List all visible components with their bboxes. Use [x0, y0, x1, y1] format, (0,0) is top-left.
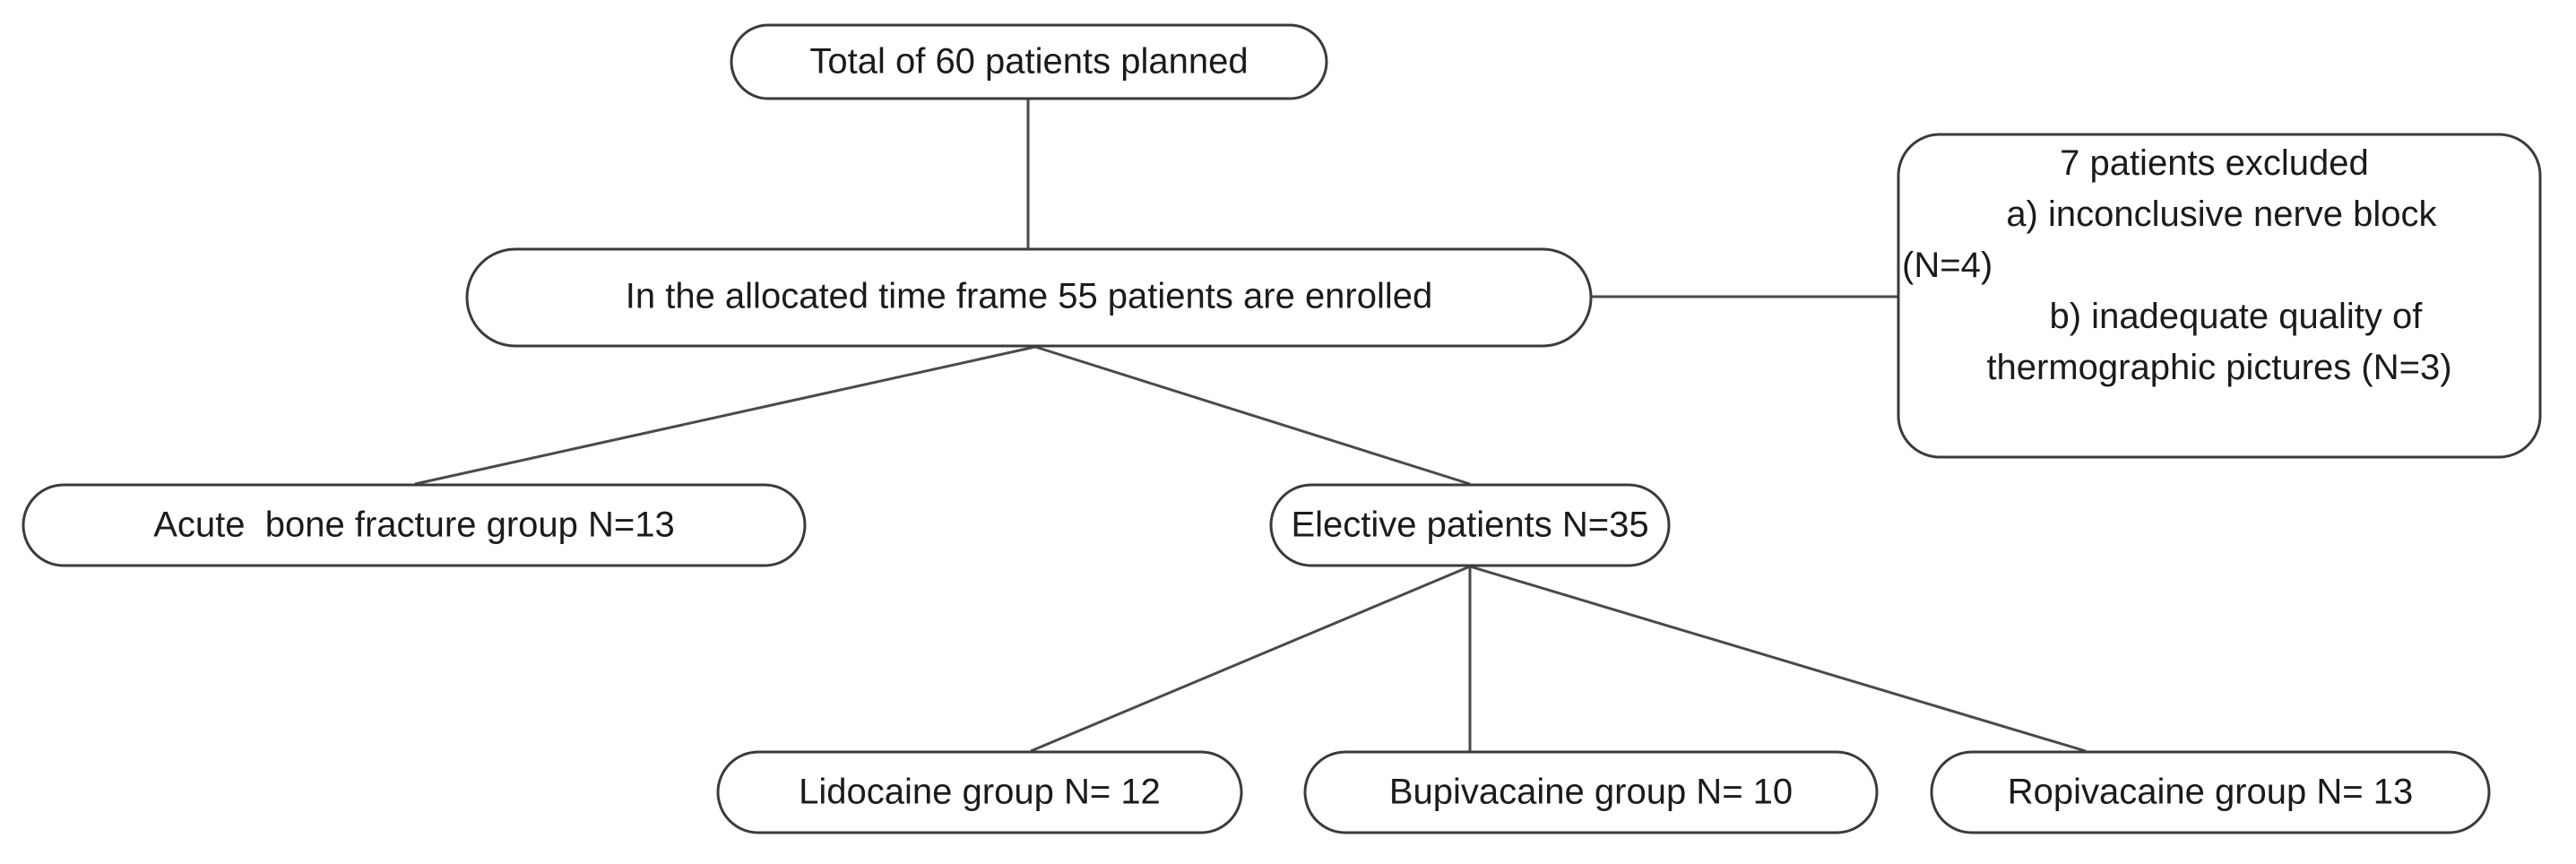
node-elective-group-box: [1269, 483, 1671, 567]
node-excluded-line-1: a) inconclusive nerve block: [2006, 194, 2437, 234]
connector-elective-to-ropivacaine: [1469, 565, 2087, 753]
node-excluded[interactable]: 7 patients excluded a) inconclusive nerv…: [1897, 133, 2542, 459]
connector-layer: [414, 99, 2087, 753]
node-total-planned-label: Total of 60 patients planned: [809, 42, 1248, 82]
node-lidocaine-group-label: Lidocaine group N= 12: [799, 773, 1161, 812]
node-excluded-label: 7 patients excluded a) inconclusive nerv…: [1902, 143, 2452, 387]
node-acute-group[interactable]: Acute bone fracture group N=13: [22, 483, 807, 567]
node-bupivacaine-group-label: Bupivacaine group N= 10: [1389, 773, 1793, 812]
node-bupivacaine-group[interactable]: Bupivacaine group N= 10: [1303, 750, 1879, 834]
node-lidocaine-group[interactable]: Lidocaine group N= 12: [716, 750, 1243, 834]
node-excluded-line-0: 7 patients excluded: [2060, 143, 2369, 183]
node-elective-group-label: Elective patients N=35: [1291, 505, 1648, 545]
node-enrolled-label: In the allocated time frame 55 patients …: [626, 277, 1433, 316]
connector-elective-to-lidocaine: [1030, 565, 1471, 753]
node-total-planned[interactable]: Total of 60 patients planned: [730, 23, 1328, 100]
connector-enrolled-to-acute: [414, 345, 1036, 486]
node-acute-group-label: Acute bone fracture group N=13: [153, 505, 674, 545]
node-lidocaine-group-box: [716, 750, 1243, 834]
node-ropivacaine-group[interactable]: Ropivacaine group N= 13: [1930, 750, 2491, 834]
node-ropivacaine-group-box: [1930, 750, 2491, 834]
node-enrolled-box: [465, 247, 1593, 348]
node-excluded-line-2: (N=4): [1902, 246, 1993, 285]
connector-enrolled-to-elective: [1034, 345, 1471, 486]
node-total-planned-box: [730, 23, 1328, 100]
node-excluded-line-3: b) inadequate quality of: [2050, 297, 2424, 336]
node-excluded-line-4: thermographic pictures (N=3): [1986, 348, 2451, 387]
node-elective-group[interactable]: Elective patients N=35: [1269, 483, 1671, 567]
node-enrolled[interactable]: In the allocated time frame 55 patients …: [465, 247, 1593, 348]
node-ropivacaine-group-label: Ropivacaine group N= 13: [2008, 773, 2414, 812]
node-excluded-box: [1897, 133, 2542, 459]
node-bupivacaine-group-box: [1303, 750, 1879, 834]
node-acute-group-box: [22, 483, 807, 567]
